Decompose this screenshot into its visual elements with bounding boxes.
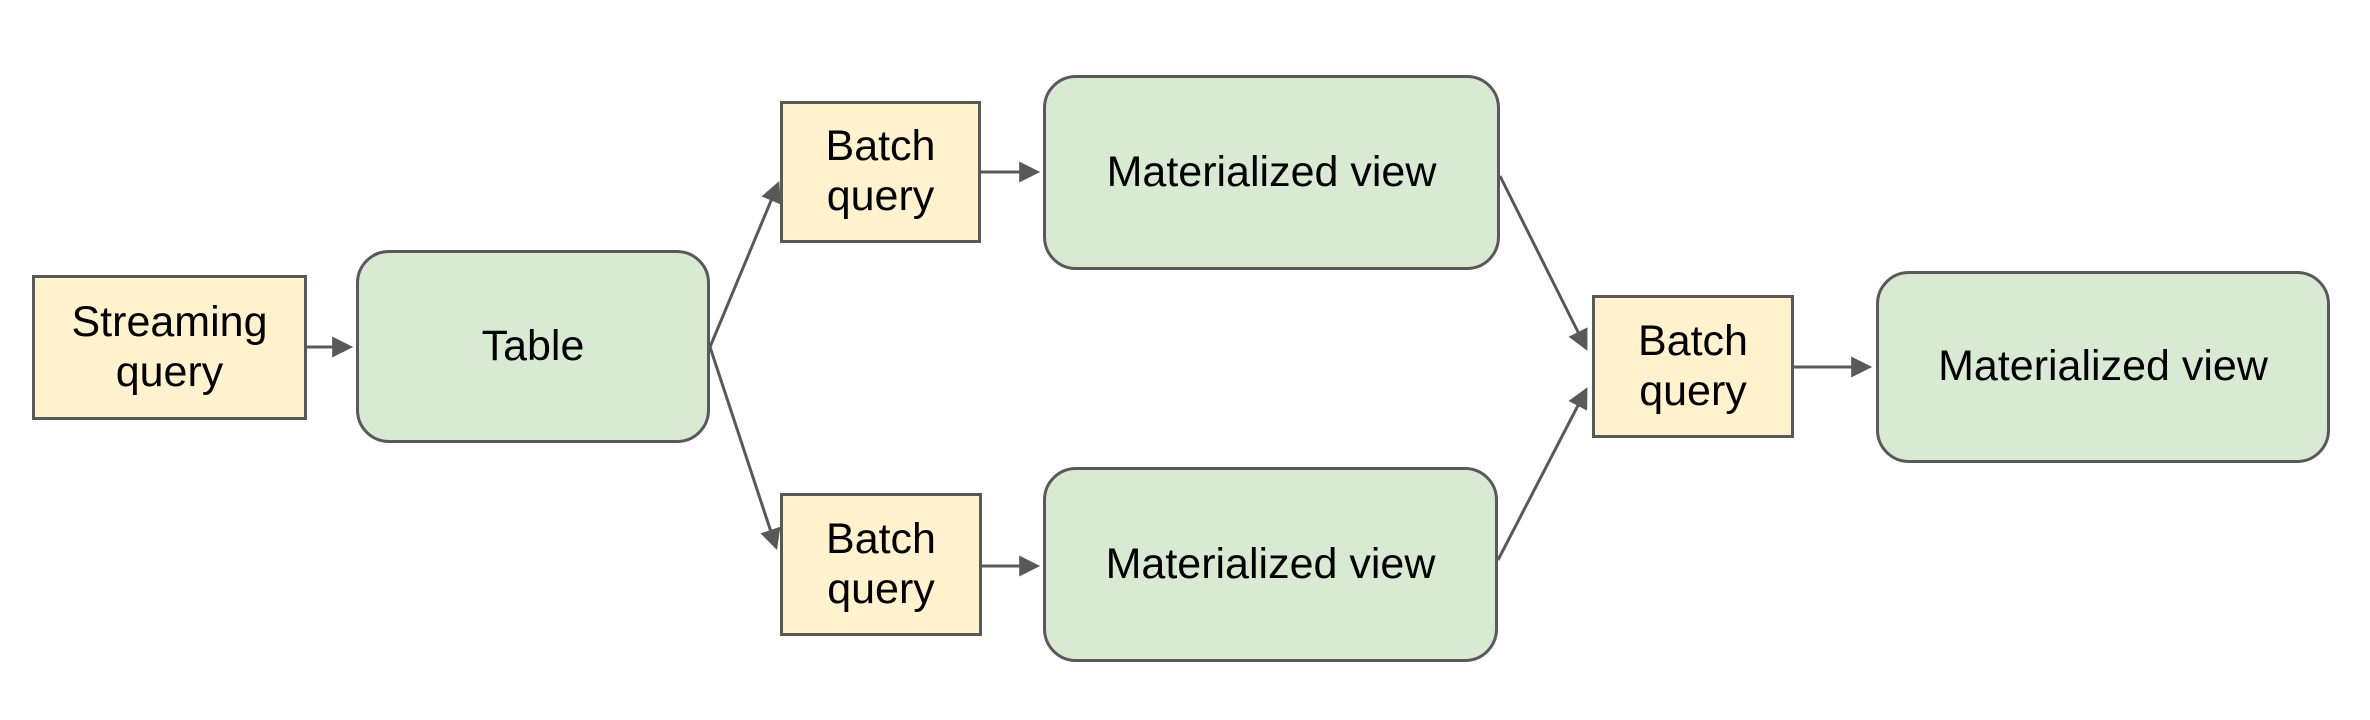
edge-table-to-batch-query-top xyxy=(708,181,781,348)
node-label: Materialized view xyxy=(1938,342,2268,391)
node-materialized-view-top: Materialized view xyxy=(1043,75,1500,270)
node-materialized-view-bottom: Materialized view xyxy=(1043,467,1498,662)
edge-materialized-view-bottom-to-batch-query-right xyxy=(1496,387,1588,561)
node-materialized-view-right: Materialized view xyxy=(1876,271,2330,463)
node-table: Table xyxy=(356,250,710,443)
edge-materialized-view-top-to-batch-query-right xyxy=(1498,175,1588,351)
node-label: Materialized view xyxy=(1106,147,1437,196)
node-batch-query-top: Batch query xyxy=(780,101,981,243)
node-label: Materialized view xyxy=(1105,539,1436,588)
node-batch-query-right: Batch query xyxy=(1592,295,1794,438)
node-batch-query-bottom: Batch query xyxy=(780,493,982,636)
node-label: Streaming query xyxy=(71,297,268,396)
node-label: Batch query xyxy=(825,122,936,220)
node-label: Table xyxy=(481,321,585,370)
node-label: Batch query xyxy=(1638,316,1748,415)
edge-table-to-batch-query-bottom xyxy=(708,346,781,550)
node-streaming-query: Streaming query xyxy=(32,275,307,420)
node-label: Batch query xyxy=(826,514,936,613)
